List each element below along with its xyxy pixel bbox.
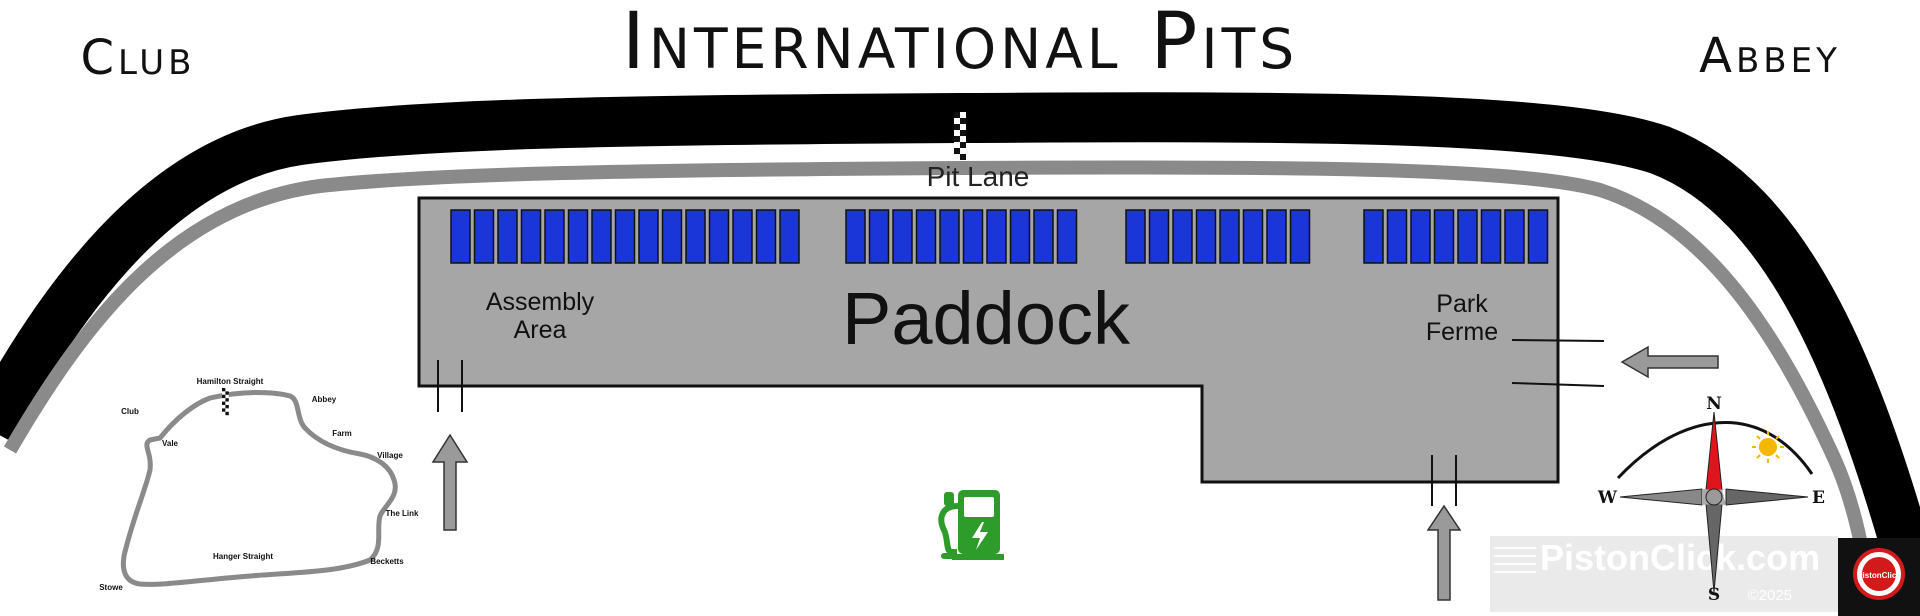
corner-label-club: Club <box>81 30 196 86</box>
garage-bay <box>473 209 495 264</box>
park-ferme-lane-line <box>1511 382 1605 387</box>
garage-bay <box>755 209 777 264</box>
corner-label-hamilton-straight: Hamilton Straight <box>197 377 264 386</box>
garage-bay <box>614 209 636 264</box>
compass-rose: N S W E <box>1597 394 1825 605</box>
garage-bay <box>1289 209 1311 264</box>
paddock-area <box>417 196 1560 484</box>
garage-bay <box>962 209 984 264</box>
garage-bay <box>1266 209 1287 264</box>
garage-bay <box>567 209 589 264</box>
sun-icon <box>1752 431 1784 463</box>
garage-bay <box>520 209 542 264</box>
garage-bay <box>450 209 471 264</box>
mini-circuit-map: Hamilton Straight Club Abbey Vale Farm V… <box>99 377 419 592</box>
garage-bay <box>986 209 1007 264</box>
paddock-label: Paddock <box>842 277 1131 360</box>
garage-bay <box>661 209 683 264</box>
garage-bay <box>939 209 960 264</box>
mini-corner-label: The Link <box>386 509 419 518</box>
garage-bay <box>708 209 730 264</box>
park-ferme-label-line2: Ferme <box>1426 318 1498 346</box>
mini-corner-label: Abbey <box>312 395 337 404</box>
mini-corner-label: Club <box>121 407 139 416</box>
compass-west: W <box>1597 488 1618 508</box>
garage-bay <box>1125 209 1146 264</box>
logo-text: PistonClick <box>1857 571 1901 580</box>
garage-bay <box>1480 209 1502 264</box>
mini-circuit-outline <box>120 390 398 587</box>
corner-label-abbey: Abbey <box>1699 28 1841 84</box>
garage-bay <box>1195 209 1217 264</box>
garage-bay <box>591 209 612 264</box>
arrow-up-paddock <box>1426 504 1462 601</box>
mini-corner-label: Village <box>377 451 403 460</box>
garage-bay <box>1242 209 1264 264</box>
watermark-text: PistonClick.com <box>1540 537 1820 578</box>
garage-bay <box>892 209 913 264</box>
mini-corner-label: Hanger Straight <box>213 552 273 561</box>
mini-corner-label: Vale <box>162 439 179 448</box>
garage-bay <box>1410 209 1431 264</box>
mini-corner-label: Stowe <box>99 583 123 592</box>
garage-bay <box>1148 209 1170 264</box>
garage-bay <box>845 209 866 264</box>
compass-north: N <box>1706 394 1722 414</box>
garage-bay <box>1457 209 1478 264</box>
garage-bay <box>1363 209 1384 264</box>
compass-south: S <box>1708 585 1720 605</box>
park-ferme-label-line1: Park <box>1436 290 1488 318</box>
mini-corner-label: Becketts <box>370 557 404 566</box>
watermark-year: ©2025 <box>1748 587 1792 604</box>
race-track <box>0 92 1920 587</box>
garage-bay <box>1172 209 1193 264</box>
garage-bay <box>638 209 659 264</box>
garage-bay <box>544 209 565 264</box>
garage-bay <box>1527 209 1549 264</box>
garage-bay <box>915 209 937 264</box>
garage-bay <box>779 209 800 264</box>
arrow-up-assembly <box>431 433 469 531</box>
assembly-area-label-line2: Area <box>514 316 567 344</box>
garage-bay <box>1009 209 1031 264</box>
start-finish-line <box>954 112 966 160</box>
garage-bay <box>732 209 753 264</box>
page-title: International Pits <box>622 0 1298 87</box>
garages <box>450 209 1549 264</box>
garage-bay <box>1504 209 1525 264</box>
park-ferme-lane-line <box>1511 339 1605 342</box>
arrow-left-park-ferme <box>1620 345 1719 379</box>
pit-lane-road <box>3 160 1879 616</box>
garage-bay <box>497 209 518 264</box>
pistonclick-logo: PistonClick <box>1838 538 1920 616</box>
garage-bay <box>1056 209 1078 264</box>
assembly-area-label-line1: Assembly <box>486 288 595 316</box>
garage-bay <box>1386 209 1408 264</box>
ev-charging-icon <box>938 490 1004 560</box>
garage-bay <box>685 209 706 264</box>
garage-bay <box>1219 209 1240 264</box>
garage-bay <box>1033 209 1054 264</box>
pit-lane-label: Pit Lane <box>927 161 1030 192</box>
garage-bay <box>868 209 890 264</box>
watermark: PistonClick.com ©2025 <box>1490 536 1838 612</box>
compass-east: E <box>1812 488 1825 508</box>
mini-corner-label: Farm <box>332 429 352 438</box>
garage-bay <box>1433 209 1455 264</box>
